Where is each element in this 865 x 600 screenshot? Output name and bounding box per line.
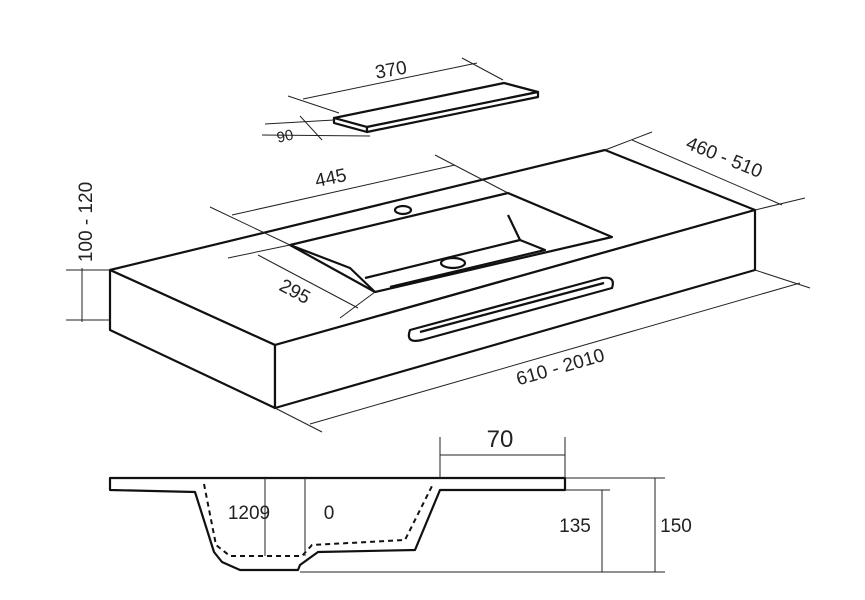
ext-line [261,134,371,137]
basin-back-edge [507,214,521,241]
ext-line [287,95,340,114]
ext-line [604,131,653,151]
ext-line [754,269,811,289]
label-section-width: 70 [487,426,514,453]
basin-inner-left [289,243,376,293]
basin-floor [364,238,547,289]
basin-rim [288,191,614,294]
shelf-side [365,90,540,134]
label-section-inner-a: 1209 [228,503,270,524]
ext-line [227,244,291,259]
ext-line [434,154,509,194]
label-shelf-length: 370 [374,57,409,83]
dimension-line-370 [302,62,478,100]
vanity-top [66,131,811,433]
shelf [261,57,540,141]
label-top-depth: 460 - 510 [683,133,765,183]
label-section-total-depth: 150 [660,516,692,537]
tap-hole [393,204,413,216]
label-section-depth: 135 [559,516,591,537]
towel-slot [407,276,614,342]
section-outline [108,476,567,572]
ext-line [264,119,335,125]
dimension-line-295 [257,254,359,309]
dimension-line-90 [299,115,323,141]
label-basin-width: 445 [313,165,348,192]
towel-slot-inner [419,281,605,334]
label-thickness: 100 - 120 [76,182,97,262]
dimension-line-460-510 [631,139,783,206]
shelf-top [332,81,540,129]
drain [439,256,467,270]
ext-line [461,57,504,81]
cross-section [108,437,665,573]
ext-line [339,291,376,319]
ext-line [274,407,323,433]
label-shelf-depth: 90 [275,127,295,147]
dimension-line-610-2010 [309,282,801,425]
dimension-line-445 [231,164,456,216]
label-section-inner-b: 0 [324,503,335,524]
ext-line [209,206,291,246]
